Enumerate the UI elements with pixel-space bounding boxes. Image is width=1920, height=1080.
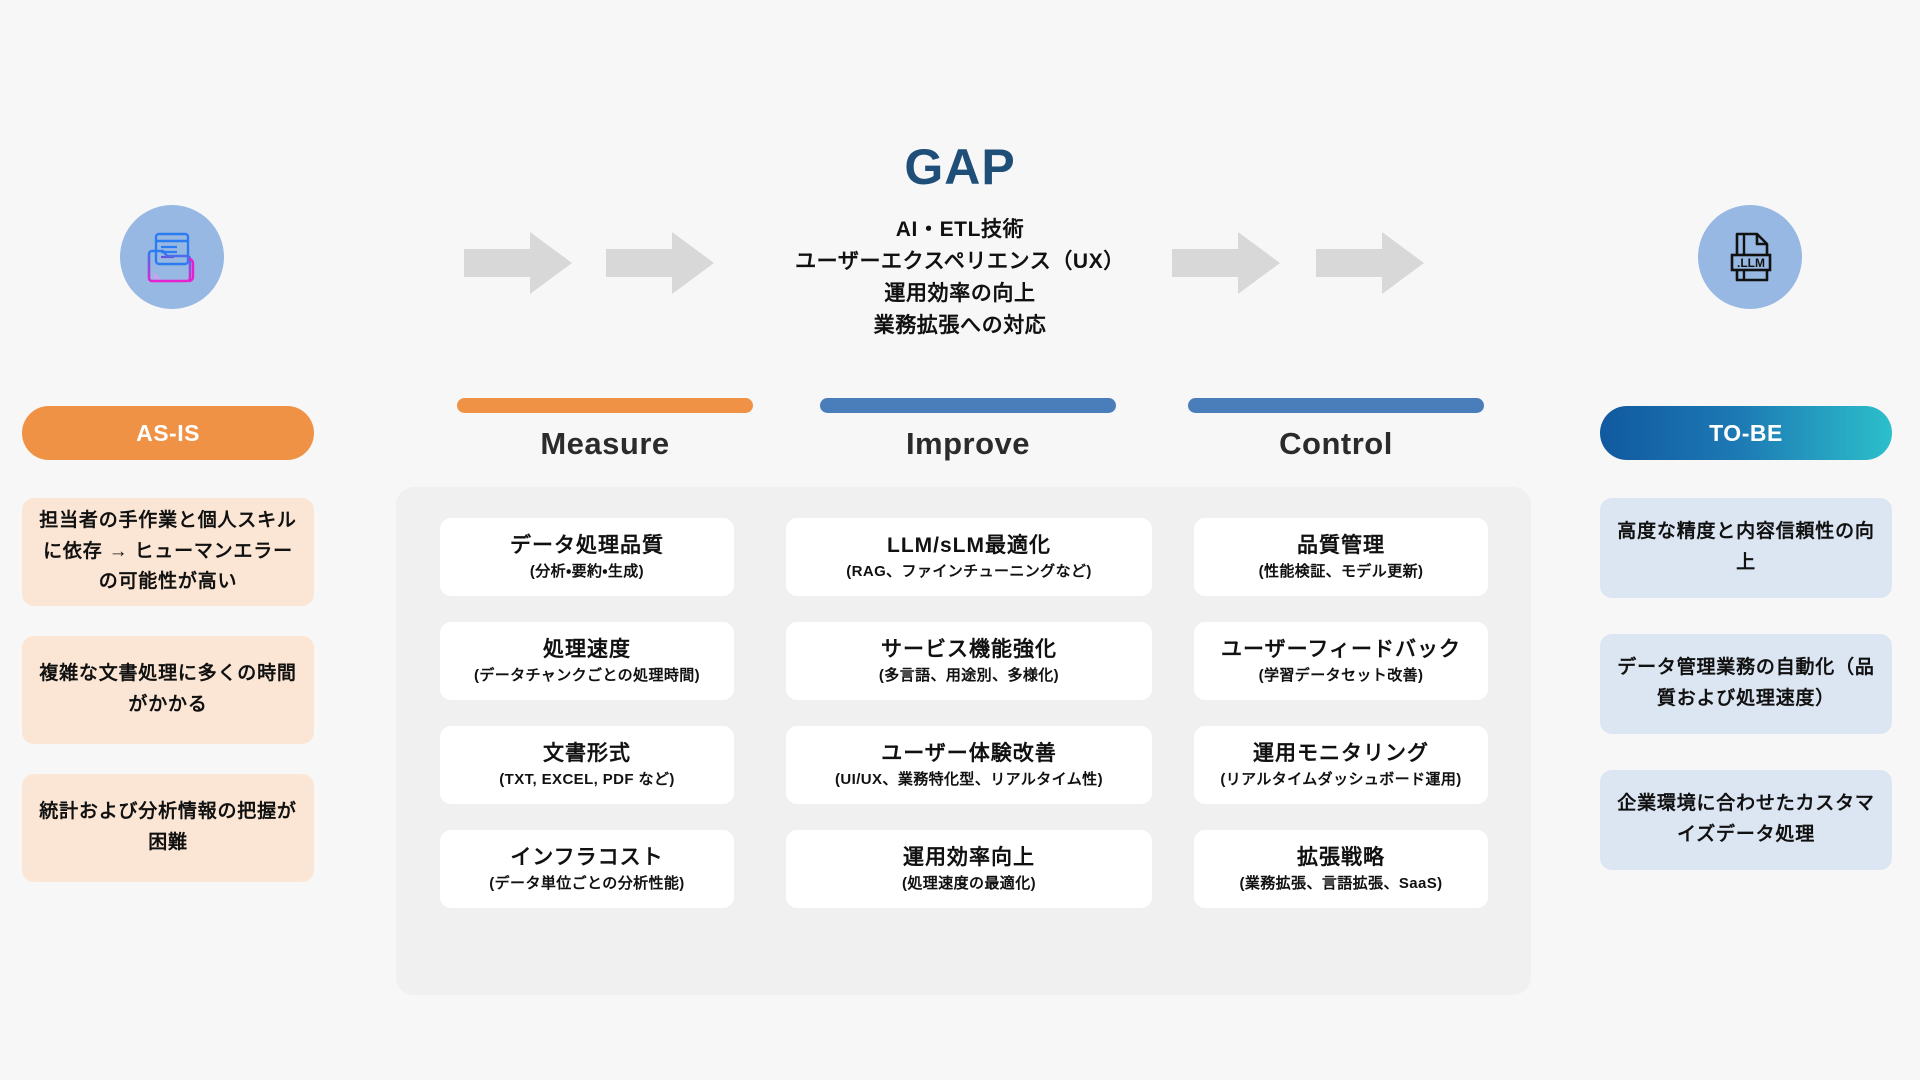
measure-card-1: データ処理品質 (分析・要約・生成) <box>440 518 734 596</box>
gap-block: GAP AI・ETL技術 ユーザーエクスペリエンス（UX） 運用効率の向上 業務… <box>760 142 1160 342</box>
to-be-item-2-text: データ管理業務の自動化（品質および処理速度） <box>1617 657 1875 709</box>
phase-cards-panel: データ処理品質 (分析・要約・生成) 処理速度 (データチャンクごとの処理時間)… <box>396 487 1531 995</box>
measure-card-2: 処理速度 (データチャンクごとの処理時間) <box>440 622 734 700</box>
control-card-2: ユーザーフィードバック (学習データセット改善) <box>1194 622 1488 700</box>
arrow-right-icon-4 <box>1316 232 1424 294</box>
folder-documents-icon <box>120 205 224 309</box>
gap-line-3: 運用効率の向上 <box>884 281 1036 305</box>
control-card-4: 拡張戦略 (業務拡張、言語拡張、SaaS) <box>1194 830 1488 908</box>
control-card-2-title: ユーザーフィードバック <box>1221 637 1461 661</box>
improve-card-3: ユーザー体験改善 (UI/UX、業務特化型、リアルタイム性) <box>786 726 1152 804</box>
control-card-4-title: 拡張戦略 <box>1297 845 1385 869</box>
measure-card-3-sub: (TXT, EXCEL, PDF など) <box>499 771 675 788</box>
control-card-3-sub: (リアルタイムダッシュボード運用) <box>1220 771 1462 788</box>
to-be-item-3-text: 企業環境に合わせたカスタマイズデータ処理 <box>1617 793 1875 845</box>
improve-card-4-title: 運用効率向上 <box>903 845 1035 869</box>
gap-line-4: 業務拡張への対応 <box>873 313 1047 337</box>
to-be-item-2: データ管理業務の自動化（品質および処理速度） <box>1600 634 1892 734</box>
improve-card-4-sub: (処理速度の最適化) <box>902 875 1036 892</box>
arrow-right-icon-1 <box>464 232 572 294</box>
improve-card-1: LLM/sLM最適化 (RAG、ファインチューニングなど) <box>786 518 1152 596</box>
arrow-right-icon-3 <box>1172 232 1280 294</box>
improve-card-4: 運用効率向上 (処理速度の最適化) <box>786 830 1152 908</box>
to-be-item-1-text: 高度な精度と内容信頼性の向上 <box>1617 521 1875 573</box>
measure-card-1-sub: (分析・要約・生成) <box>529 563 645 580</box>
llm-file-icon: .LLM <box>1698 205 1802 309</box>
improve-card-1-sub: (RAG、ファインチューニングなど) <box>846 563 1092 580</box>
measure-card-2-title: 処理速度 <box>543 637 631 661</box>
phase-header-control: Control <box>1188 398 1484 462</box>
control-card-column: 品質管理 (性能検証、モデル更新) ユーザーフィードバック (学習データセット改… <box>1194 518 1488 934</box>
improve-card-column: LLM/sLM最適化 (RAG、ファインチューニングなど) サービス機能強化 (… <box>786 518 1152 934</box>
measure-card-3-title: 文書形式 <box>543 741 631 765</box>
control-card-4-sub: (業務拡張、言語拡張、SaaS) <box>1239 875 1443 892</box>
as-is-column: AS-IS 担当者の手作業と個人スキルに依存 → ヒューマンエラーの可能性が高い… <box>22 0 322 1080</box>
improve-card-2-title: サービス機能強化 <box>881 637 1057 661</box>
to-be-badge: TO-BE <box>1600 406 1892 460</box>
as-is-badge-label: AS-IS <box>136 419 200 446</box>
measure-card-2-sub: (データチャンクごとの処理時間) <box>473 667 701 684</box>
control-card-1-title: 品質管理 <box>1297 533 1385 557</box>
measure-label: Measure <box>540 426 670 461</box>
improve-card-3-sub: (UI/UX、業務特化型、リアルタイム性) <box>835 771 1103 788</box>
to-be-item-1: 高度な精度と内容信頼性の向上 <box>1600 498 1892 598</box>
measure-card-4-sub: (データ単位ごとの分析性能) <box>489 875 685 892</box>
as-is-item-3-text: 統計および分析情報の把握が困難 <box>39 801 297 853</box>
to-be-item-list: 高度な精度と内容信頼性の向上 データ管理業務の自動化（品質および処理速度） 企業… <box>1600 498 1892 906</box>
gap-line-2: ユーザーエクスペリエンス（UX） <box>795 249 1125 273</box>
measure-card-1-title: データ処理品質 <box>510 533 664 557</box>
phase-header-improve: Improve <box>820 398 1116 462</box>
improve-card-3-title: ユーザー体験改善 <box>881 741 1057 765</box>
control-card-3: 運用モニタリング (リアルタイムダッシュボード運用) <box>1194 726 1488 804</box>
measure-bar <box>457 398 753 413</box>
gap-line-1: AI・ETL技術 <box>895 218 1025 241</box>
phase-header-measure: Measure <box>457 398 753 462</box>
as-is-item-3: 統計および分析情報の把握が困難 <box>22 774 314 882</box>
as-is-item-list: 担当者の手作業と個人スキルに依存 → ヒューマンエラーの可能性が高い 複雑な文書… <box>22 498 314 912</box>
control-card-3-title: 運用モニタリング <box>1253 741 1429 765</box>
improve-bar <box>820 398 1116 413</box>
measure-card-4-title: インフラコスト <box>510 845 664 869</box>
to-be-column: .LLM TO-BE 高度な精度と内容信頼性の向上 データ管理業務の自動化（品質… <box>1600 0 1900 1080</box>
svg-text:.LLM: .LLM <box>1737 256 1765 270</box>
as-is-item-2-text: 複雑な文書処理に多くの時間がかかる <box>39 663 297 715</box>
arrow-right-icon-2 <box>606 232 714 294</box>
control-card-1-sub: (性能検証、モデル更新) <box>1258 563 1424 580</box>
as-is-badge: AS-IS <box>22 406 314 460</box>
as-is-item-1-text: 担当者の手作業と個人スキルに依存 → ヒューマンエラーの可能性が高い <box>39 509 297 593</box>
control-card-2-sub: (学習データセット改善) <box>1258 667 1424 684</box>
gap-description: AI・ETL技術 ユーザーエクスペリエンス（UX） 運用効率の向上 業務拡張への… <box>760 214 1160 342</box>
measure-card-4: インフラコスト (データ単位ごとの分析性能) <box>440 830 734 908</box>
phase-headers: Measure Improve Control <box>0 398 1920 488</box>
control-bar <box>1188 398 1484 413</box>
control-card-1: 品質管理 (性能検証、モデル更新) <box>1194 518 1488 596</box>
improve-card-1-title: LLM/sLM最適化 <box>887 533 1051 557</box>
control-label: Control <box>1279 426 1393 461</box>
to-be-badge-label: TO-BE <box>1709 419 1783 446</box>
to-be-item-3: 企業環境に合わせたカスタマイズデータ処理 <box>1600 770 1892 870</box>
gap-title: GAP <box>904 139 1016 195</box>
as-is-item-2: 複雑な文書処理に多くの時間がかかる <box>22 636 314 744</box>
improve-card-2: サービス機能強化 (多言語、用途別、多様化) <box>786 622 1152 700</box>
improve-card-2-sub: (多言語、用途別、多様化) <box>878 667 1060 684</box>
measure-card-3: 文書形式 (TXT, EXCEL, PDF など) <box>440 726 734 804</box>
improve-label: Improve <box>905 426 1031 461</box>
measure-card-column: データ処理品質 (分析・要約・生成) 処理速度 (データチャンクごとの処理時間)… <box>440 518 734 934</box>
as-is-item-1: 担当者の手作業と個人スキルに依存 → ヒューマンエラーの可能性が高い <box>22 498 314 606</box>
